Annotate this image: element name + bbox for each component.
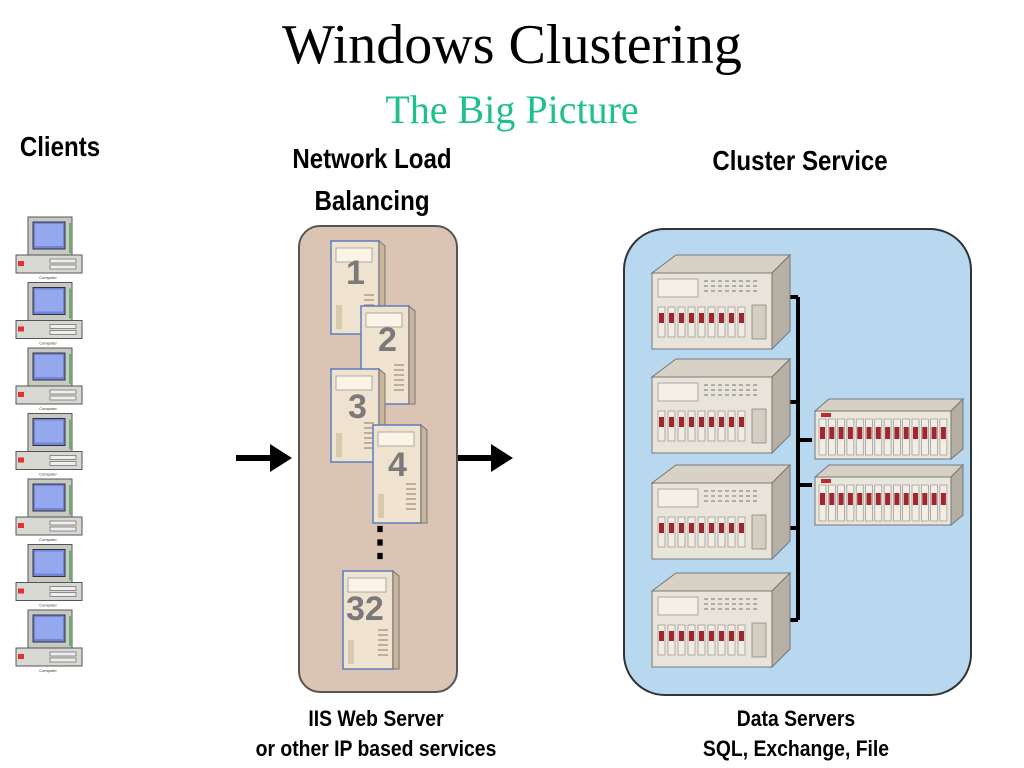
server-number-32: 32 — [346, 590, 384, 628]
computer-caption: Computer — [39, 472, 57, 477]
cluster-node-server-icon — [650, 571, 792, 669]
client-computer-icon: Computer — [15, 216, 83, 280]
tower-server-icon — [342, 569, 400, 670]
cluster-service-label: Cluster Service — [712, 145, 888, 176]
shared-bus-connector — [780, 295, 812, 622]
nlb-caption-line1: IIS Web Server — [308, 706, 444, 731]
client-computer-icon: Computer — [15, 544, 83, 608]
server-number-3: 3 — [348, 388, 367, 426]
server-number-2: 2 — [378, 321, 397, 359]
nlb-server-3: 3 — [330, 367, 386, 468]
server-number-4: 4 — [388, 446, 407, 484]
cluster-caption-line2: SQL, Exchange, File — [702, 736, 890, 761]
cluster-caption-line1: Data Servers — [736, 706, 856, 731]
nlb-server-32: 32 — [342, 569, 400, 675]
cluster-servers-graphic — [650, 253, 965, 669]
computer-caption: Computer — [39, 537, 57, 542]
computer-caption: Computer — [39, 603, 57, 608]
computer-caption: Computer — [39, 668, 57, 673]
nlb-label-line2: Balancing — [314, 185, 430, 216]
arrow-out-icon — [455, 444, 513, 472]
nlb-server-4: 4 — [372, 423, 428, 529]
client-computer-icon: Computer — [15, 282, 83, 346]
clients-label: Clients — [19, 131, 101, 162]
computer-caption: Computer — [39, 275, 57, 280]
cluster-node-server-icon — [650, 463, 792, 561]
shared-storage-array-icon — [813, 397, 965, 461]
nlb-caption-line2: or other IP based services — [255, 736, 497, 761]
cluster-node-server-icon — [650, 357, 792, 455]
client-computer-icon: Computer — [15, 478, 83, 542]
nlb-label-line1: Network Load — [292, 143, 452, 174]
slide-title: Windows Clustering — [282, 14, 742, 76]
client-computer-icon: Computer — [15, 609, 83, 673]
computer-caption: Computer — [39, 406, 57, 411]
slide-subtitle: The Big Picture — [385, 87, 639, 132]
client-computer-icon: Computer — [15, 413, 83, 477]
tower-server-icon — [372, 423, 428, 524]
computer-caption: Computer — [39, 341, 57, 346]
more-servers-ellipsis: ⋮ — [360, 520, 400, 564]
client-computers-graphic: ComputerComputerComputerComputerComputer… — [15, 216, 83, 673]
shared-storage-array-icon — [813, 463, 965, 527]
client-computer-icon: Computer — [15, 347, 83, 411]
cluster-node-server-icon — [650, 253, 792, 351]
arrow-in-icon — [236, 444, 292, 472]
server-number-1: 1 — [346, 254, 365, 292]
